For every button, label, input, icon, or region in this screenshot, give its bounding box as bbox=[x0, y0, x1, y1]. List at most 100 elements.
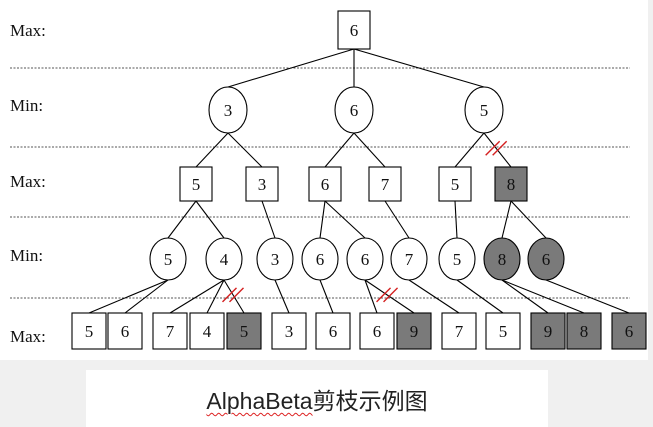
max-node: 5 bbox=[438, 166, 472, 202]
min-node: 5 bbox=[438, 237, 476, 281]
node-value: 8 bbox=[498, 250, 507, 269]
max-node: 6 bbox=[359, 312, 395, 350]
max-node-pruned: 8 bbox=[494, 166, 528, 202]
node-value: 6 bbox=[625, 322, 634, 341]
max-node: 6 bbox=[337, 10, 371, 50]
tree-edge bbox=[353, 132, 386, 168]
max-node: 4 bbox=[189, 312, 225, 350]
node-value: 5 bbox=[85, 322, 94, 341]
node-value: 6 bbox=[542, 250, 551, 269]
tree-edge bbox=[324, 200, 366, 239]
node-value: 4 bbox=[203, 322, 212, 341]
min-node: 6 bbox=[334, 86, 374, 134]
node-value: 6 bbox=[350, 101, 359, 120]
max-node: 7 bbox=[152, 312, 188, 350]
max-node: 5 bbox=[179, 166, 213, 202]
max-node: 5 bbox=[485, 312, 521, 350]
tree-edge bbox=[261, 200, 276, 239]
tree-edge bbox=[167, 200, 197, 239]
level-label: Max: bbox=[10, 172, 46, 191]
max-node: 7 bbox=[368, 166, 402, 202]
min-node: 3 bbox=[256, 237, 294, 281]
node-value: 3 bbox=[285, 322, 294, 341]
tree-edge bbox=[227, 48, 355, 88]
level-label: Max: bbox=[10, 327, 46, 346]
tree-edge bbox=[227, 132, 263, 168]
node-value: 6 bbox=[361, 250, 370, 269]
level-label: Min: bbox=[10, 96, 43, 115]
max-node-pruned: 5 bbox=[226, 312, 262, 350]
node-value: 5 bbox=[240, 322, 249, 341]
prune-mark bbox=[222, 287, 244, 303]
tree-edge bbox=[195, 200, 225, 239]
tree-edge bbox=[454, 200, 458, 239]
tree-edge bbox=[501, 200, 512, 239]
tree-edge bbox=[456, 279, 504, 314]
tree-edge bbox=[88, 279, 169, 314]
max-node: 3 bbox=[245, 166, 279, 202]
tree-edge bbox=[195, 132, 229, 168]
tree-edge bbox=[510, 200, 547, 239]
node-value: 5 bbox=[192, 175, 201, 194]
node-value: 8 bbox=[507, 175, 516, 194]
node-value: 5 bbox=[480, 101, 489, 120]
prune-mark bbox=[485, 140, 508, 156]
tree-edge bbox=[501, 279, 585, 314]
tree-edge bbox=[501, 279, 549, 314]
node-value: 3 bbox=[224, 101, 233, 120]
max-node: 5 bbox=[71, 312, 107, 350]
node-value: 6 bbox=[329, 322, 338, 341]
node-value: 3 bbox=[271, 250, 280, 269]
tree-edge bbox=[364, 279, 378, 314]
tree-edge bbox=[274, 279, 290, 314]
max-node-pruned: 8 bbox=[566, 312, 602, 350]
node-value: 7 bbox=[166, 322, 175, 341]
max-node-pruned: 9 bbox=[396, 312, 432, 350]
min-node: 6 bbox=[346, 237, 384, 281]
node-value: 9 bbox=[410, 322, 419, 341]
tree-edge bbox=[408, 279, 460, 314]
tree-edge bbox=[206, 279, 225, 314]
max-node: 6 bbox=[107, 312, 143, 350]
node-value: 9 bbox=[544, 322, 553, 341]
min-node: 4 bbox=[205, 237, 243, 281]
max-node-pruned: 6 bbox=[611, 312, 647, 350]
node-value: 4 bbox=[220, 250, 229, 269]
prune-mark bbox=[376, 287, 399, 303]
caption-latin: AlphaBeta bbox=[206, 388, 313, 414]
node-value: 5 bbox=[453, 250, 462, 269]
tree-edge bbox=[454, 132, 485, 168]
node-value: 3 bbox=[258, 175, 267, 194]
tree-edge bbox=[384, 200, 410, 239]
node-value: 5 bbox=[451, 175, 460, 194]
min-node: 5 bbox=[149, 237, 187, 281]
node-value: 6 bbox=[373, 322, 382, 341]
max-node: 7 bbox=[441, 312, 477, 350]
node-value: 8 bbox=[580, 322, 589, 341]
tree-edge bbox=[124, 279, 169, 314]
tree-edge bbox=[353, 48, 485, 88]
min-node-pruned: 8 bbox=[483, 237, 521, 281]
node-value: 5 bbox=[164, 250, 173, 269]
max-node: 3 bbox=[271, 312, 307, 350]
node-value: 7 bbox=[455, 322, 464, 341]
tree-edge bbox=[169, 279, 225, 314]
caption-box: AlphaBeta剪枝示例图 bbox=[86, 370, 548, 427]
max-node-pruned: 9 bbox=[530, 312, 566, 350]
min-node: 7 bbox=[390, 237, 428, 281]
min-node-pruned: 6 bbox=[527, 237, 565, 281]
max-node: 6 bbox=[315, 312, 351, 350]
max-node: 6 bbox=[308, 166, 342, 202]
tree-edge bbox=[324, 132, 355, 168]
node-value: 6 bbox=[321, 175, 330, 194]
figure-caption: AlphaBeta剪枝示例图 bbox=[86, 382, 548, 416]
tree-edge bbox=[319, 279, 334, 314]
node-value: 6 bbox=[316, 250, 325, 269]
min-node: 3 bbox=[208, 86, 248, 134]
node-value: 7 bbox=[405, 250, 414, 269]
node-value: 6 bbox=[350, 21, 359, 40]
tree-edge bbox=[319, 200, 326, 239]
